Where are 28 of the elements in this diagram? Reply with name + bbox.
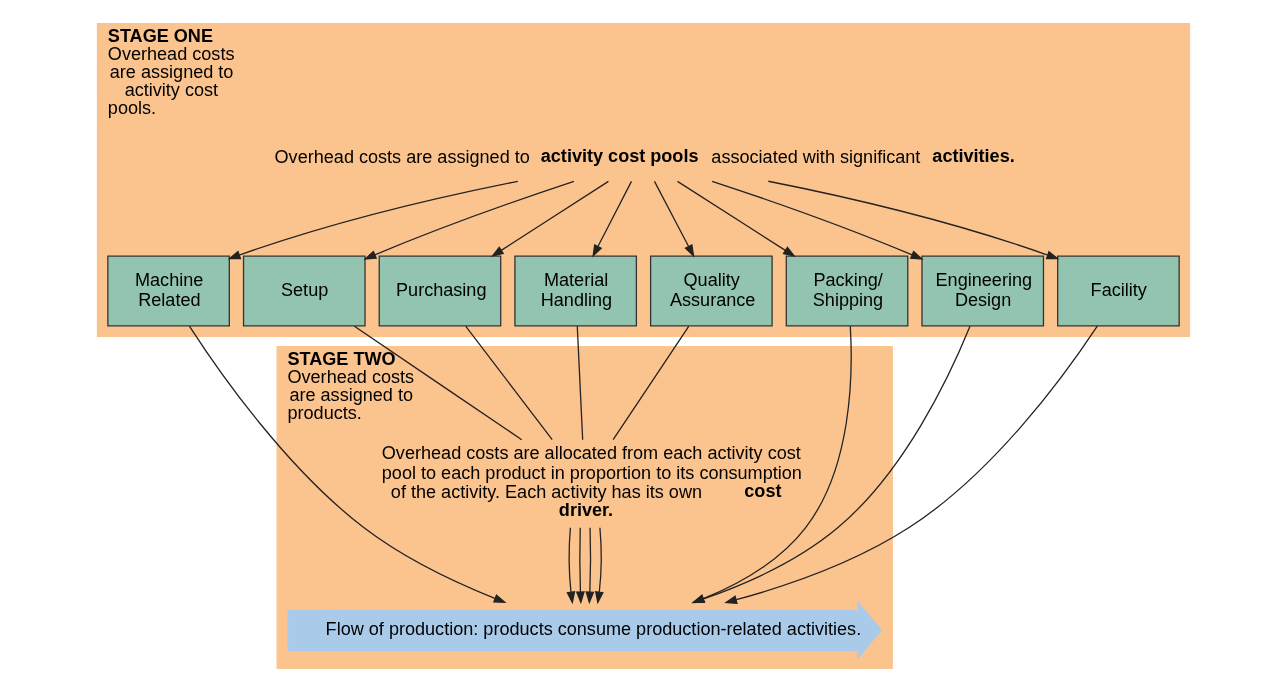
arrow bbox=[565, 527, 575, 605]
arrow bbox=[363, 180, 575, 260]
node-box: Packing/ Shipping bbox=[785, 255, 908, 327]
arrow bbox=[653, 180, 694, 258]
node-box: Material Handling bbox=[513, 255, 637, 327]
node-box: Quality Assurance bbox=[649, 255, 773, 327]
node-text: Overhead costs are allocated from each activity cost pool to each product in proportion to its consumption of the activity. Each activity has its own cost driver. bbox=[381, 443, 802, 521]
node-text: Overhead costs are assigned to activity cost pools associated with significant activities. bbox=[274, 146, 1015, 168]
node-box: Engineering Design bbox=[920, 255, 1044, 327]
node-box: Facility bbox=[1056, 255, 1180, 327]
node-box: Setup bbox=[242, 255, 366, 327]
arrow bbox=[767, 180, 1059, 260]
arrow bbox=[723, 325, 1098, 604]
node-box: Machine Related bbox=[106, 255, 230, 327]
arrow bbox=[490, 180, 609, 258]
connector bbox=[353, 325, 522, 441]
arrow bbox=[227, 180, 518, 260]
connector bbox=[576, 325, 583, 441]
node-box: Purchasing bbox=[378, 255, 501, 327]
arrow bbox=[710, 180, 923, 260]
arrow bbox=[591, 180, 632, 258]
arrow bbox=[575, 527, 585, 605]
arrow bbox=[594, 527, 604, 605]
arrow bbox=[676, 180, 796, 258]
arrow bbox=[188, 325, 507, 604]
connector bbox=[464, 325, 553, 441]
arrow bbox=[584, 527, 594, 605]
connector bbox=[612, 325, 689, 441]
